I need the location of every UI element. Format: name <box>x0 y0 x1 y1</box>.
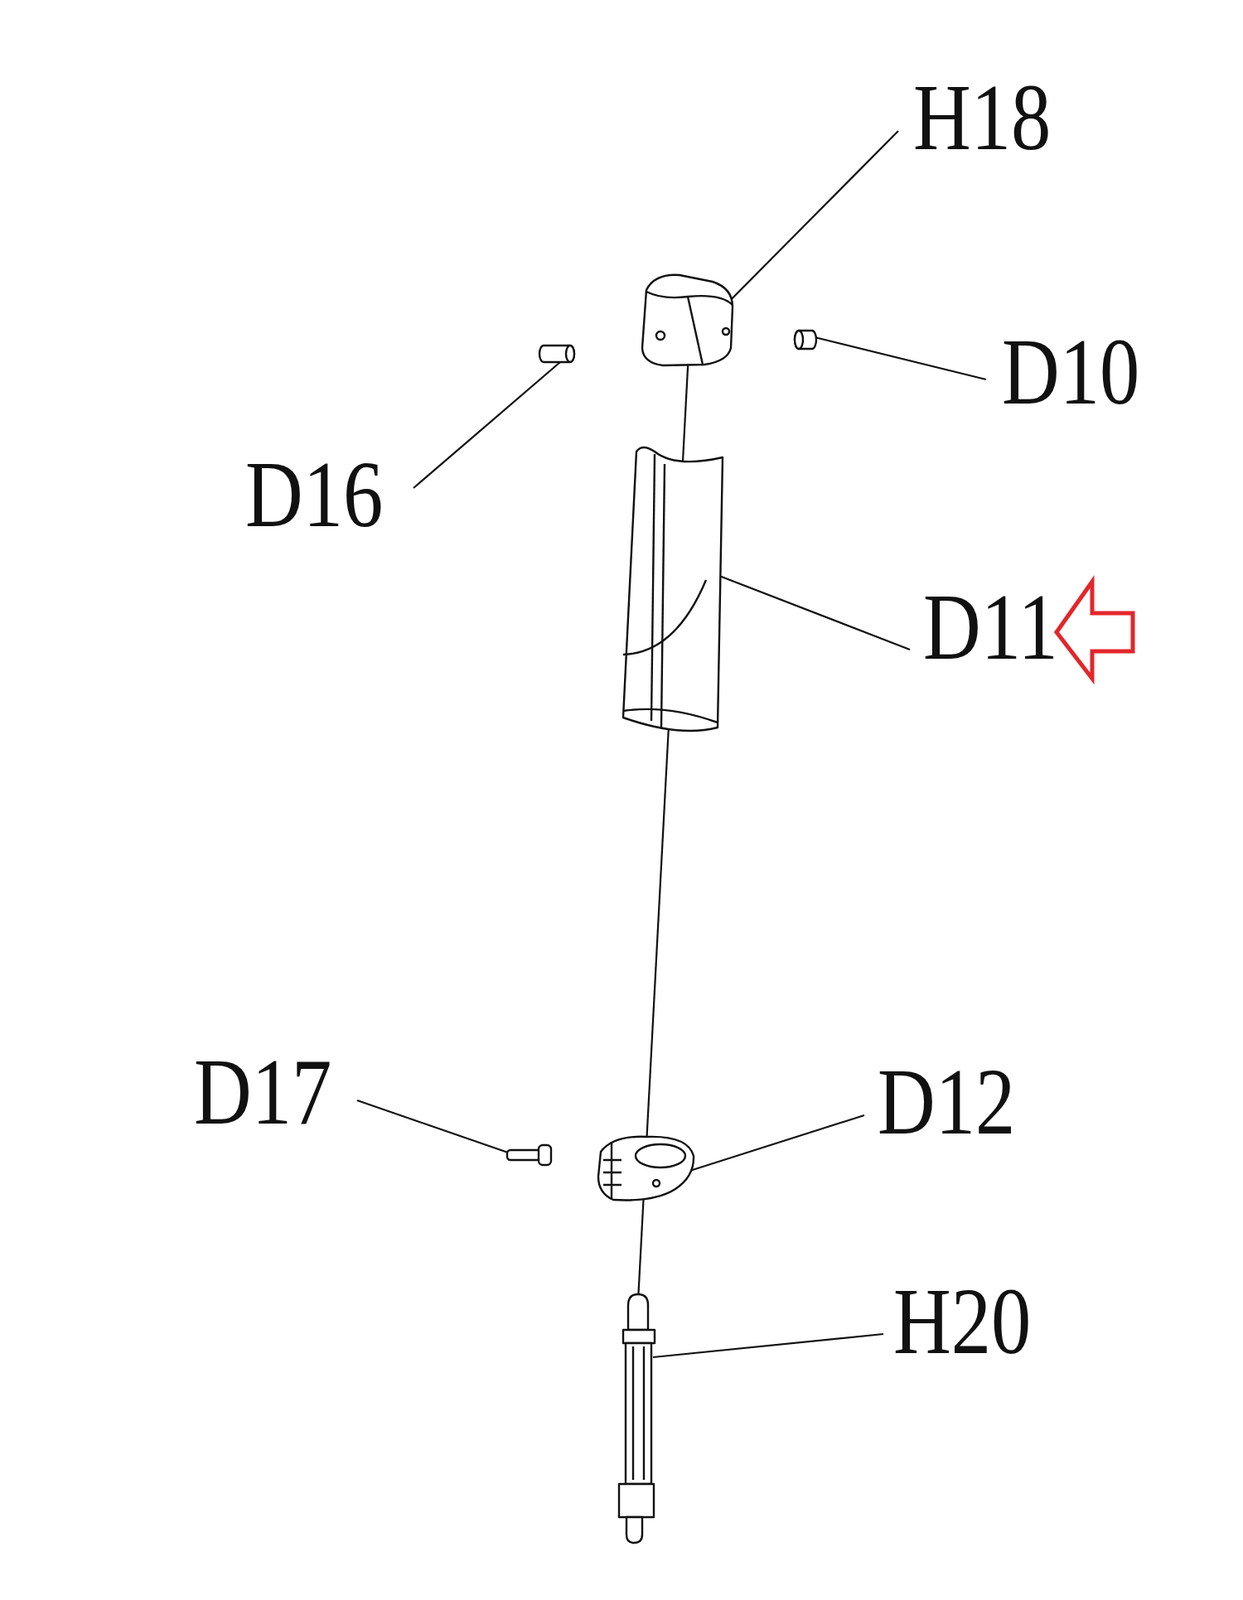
leader-line <box>681 1115 865 1174</box>
bushing-part <box>539 345 575 363</box>
cap-part <box>642 275 733 366</box>
bushing-part <box>794 330 817 349</box>
callout-label: D12 <box>877 1054 1016 1150</box>
leader-line <box>811 336 987 380</box>
leader-line <box>357 1100 511 1154</box>
handle-sleeve <box>623 447 723 731</box>
shaft-part <box>619 1294 655 1543</box>
callout-label: H20 <box>893 1273 1031 1369</box>
clip-part <box>598 1136 694 1201</box>
highlight-arrow <box>1056 581 1133 679</box>
callout-label: H18 <box>913 69 1051 165</box>
callout-label: D10 <box>1001 324 1140 420</box>
callout-label: D11 <box>923 579 1059 675</box>
leader-lines <box>357 130 987 1358</box>
leader-line <box>652 1334 884 1358</box>
pin-part <box>507 1145 552 1166</box>
callout-label: D16 <box>245 446 383 542</box>
leader-line <box>413 357 566 489</box>
leader-line <box>704 130 899 327</box>
leader-line <box>693 565 910 650</box>
callout-label: D17 <box>193 1044 332 1140</box>
